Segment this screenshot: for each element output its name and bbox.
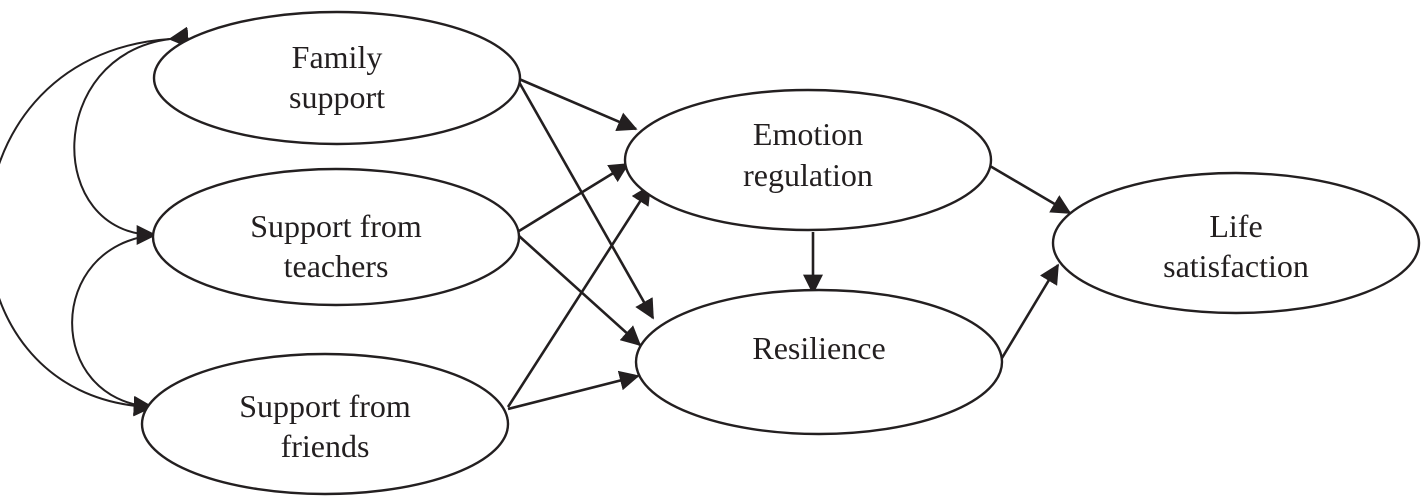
node-label: Support from — [239, 388, 411, 424]
node-support-from-friends: Support from friends — [140, 352, 510, 496]
correlation-edges — [0, 26, 190, 417]
edge-family-teachers — [73, 26, 190, 245]
node-label: Resilience — [752, 330, 885, 366]
node-emotion-regulation: Emotion regulation — [623, 88, 993, 232]
edge-teachers-friends — [71, 223, 175, 416]
node-label: regulation — [743, 157, 873, 193]
node-label: Family — [292, 39, 383, 75]
edge-teachers-emotion — [518, 162, 630, 233]
node-life-satisfaction: Life satisfaction — [1051, 171, 1421, 315]
node-support-from-teachers: Support from teachers — [151, 167, 521, 307]
node-label: teachers — [284, 248, 389, 284]
edge-family-friends — [0, 27, 189, 417]
edge-family-emotion — [518, 77, 638, 131]
node-label: support — [289, 79, 385, 115]
directed-edges — [506, 77, 1072, 411]
node-label: Emotion — [753, 116, 863, 152]
edge-resilience-life — [1000, 263, 1060, 359]
edge-emotion-life — [989, 164, 1072, 215]
node-label: friends — [281, 428, 370, 464]
node-resilience: Resilience — [634, 288, 1004, 436]
edge-friends-emotion — [506, 184, 652, 408]
node-family-support: Family support — [152, 10, 522, 146]
edge-teachers-resilience — [518, 235, 642, 347]
node-label: satisfaction — [1163, 248, 1309, 284]
node-label: Life — [1209, 208, 1262, 244]
node-label: Support from — [250, 208, 422, 244]
edge-family-resilience — [517, 81, 655, 320]
edge-friends-resilience — [507, 370, 640, 411]
